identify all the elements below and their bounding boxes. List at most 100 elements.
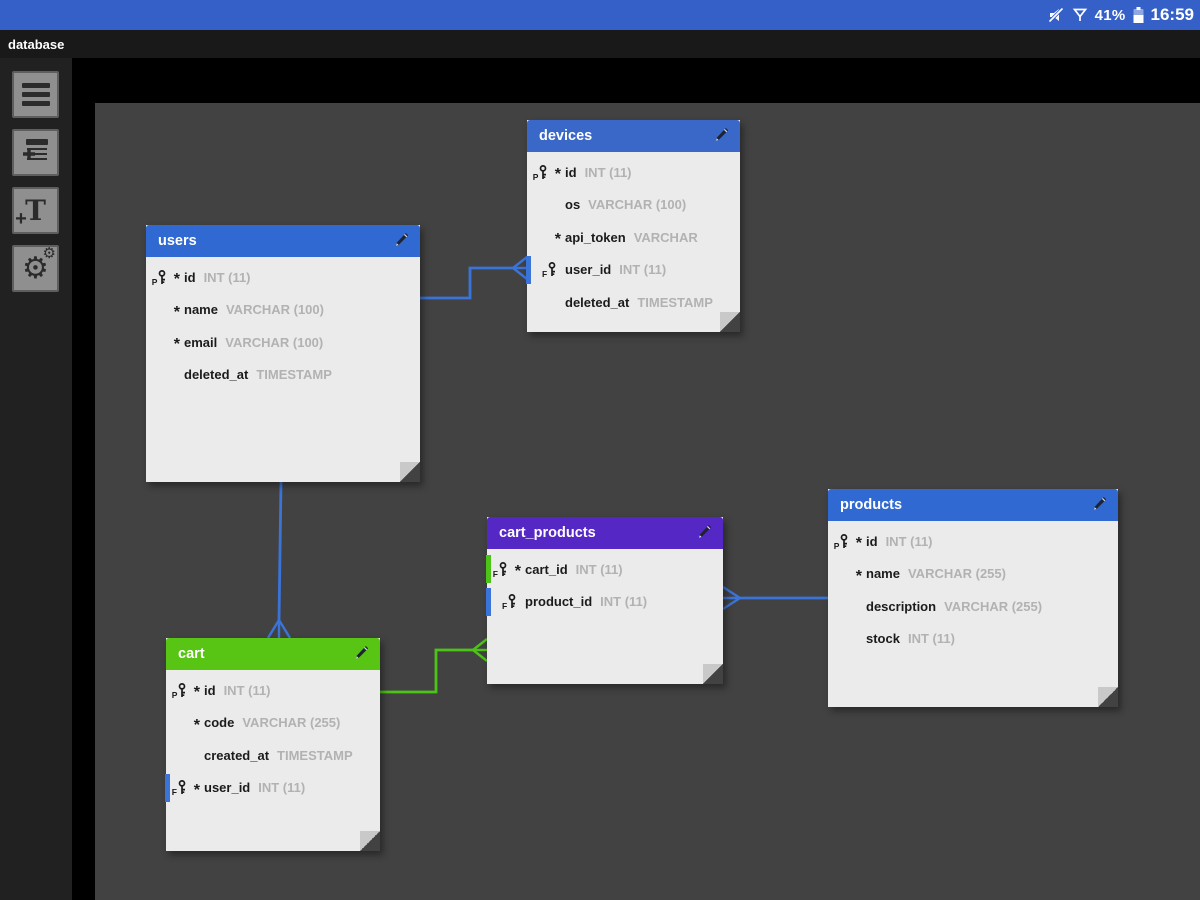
- field-name: id: [184, 269, 196, 285]
- foreign-key-icon: F: [172, 780, 191, 797]
- relation-highlight-bar: [486, 555, 491, 583]
- hamburger-icon: [21, 83, 50, 106]
- primary-key-icon: P: [834, 533, 853, 551]
- title-bar: database: [0, 30, 1200, 58]
- field-name: description: [866, 598, 937, 614]
- field-type: INT (11): [584, 164, 632, 180]
- field-name: user_id: [204, 780, 251, 796]
- field-name: created_at: [204, 747, 270, 763]
- field-row-id[interactable]: P *id INT (11): [527, 156, 740, 189]
- field-type: TIMESTAMP: [277, 747, 353, 763]
- menu-button[interactable]: [12, 71, 59, 118]
- edit-icon[interactable]: [712, 125, 731, 148]
- edit-icon[interactable]: [352, 643, 371, 666]
- field-type: VARCHAR (255): [907, 566, 1006, 582]
- field-name: id: [565, 164, 577, 180]
- field-flags: P *: [833, 533, 862, 553]
- entity-header[interactable]: cart_products: [487, 517, 723, 549]
- field-type: INT (11): [600, 594, 648, 610]
- entity-title: products: [840, 497, 903, 513]
- field-name: deleted_at: [184, 367, 249, 383]
- field-row-created_at[interactable]: created_at TIMESTAMP: [166, 739, 380, 772]
- folded-corner: [400, 462, 420, 482]
- add-text-button[interactable]: T+: [12, 187, 59, 234]
- entity-header[interactable]: users: [146, 225, 420, 257]
- edit-icon[interactable]: [1090, 494, 1109, 517]
- relation-highlight-bar: [486, 587, 491, 616]
- field-flags: P *: [532, 164, 561, 184]
- field-type: INT (11): [575, 561, 623, 577]
- field-type: VARCHAR (100): [588, 197, 687, 213]
- folded-corner: [360, 831, 380, 851]
- entity-title: users: [158, 233, 197, 249]
- field-row-id[interactable]: P *id INT (11): [146, 261, 420, 294]
- field-name: name: [866, 566, 900, 582]
- add-table-icon: [22, 137, 50, 168]
- field-type: TIMESTAMP: [256, 367, 332, 383]
- folded-corner: [720, 312, 740, 332]
- field-flags: F: [487, 594, 525, 611]
- field-flags: F *: [492, 561, 521, 581]
- field-type: INT (11): [907, 631, 955, 647]
- no-signal-icon: [1072, 6, 1088, 24]
- field-type: VARCHAR (255): [242, 715, 341, 731]
- field-type: VARCHAR (100): [225, 334, 324, 350]
- relation-highlight-bar: [165, 773, 170, 802]
- field-row-cart_id[interactable]: F *cart_id INT (11): [486, 553, 723, 586]
- app-title: database: [8, 36, 65, 52]
- edit-icon[interactable]: [695, 522, 714, 545]
- primary-key-icon: P: [172, 682, 191, 700]
- add-table-button[interactable]: [12, 129, 59, 176]
- status-bar: 41% 16:59: [0, 0, 1200, 30]
- field-name: id: [866, 533, 878, 549]
- field-type: VARCHAR (100): [225, 302, 324, 318]
- field-type: TIMESTAMP: [637, 294, 713, 310]
- add-text-icon: T+: [15, 193, 46, 230]
- entity-title: cart: [178, 646, 205, 662]
- entity-header[interactable]: devices: [527, 120, 740, 152]
- entity-header[interactable]: products: [828, 489, 1118, 521]
- entity-header[interactable]: cart: [166, 638, 380, 670]
- field-name: cart_id: [525, 561, 568, 577]
- entity-title: cart_products: [499, 525, 596, 541]
- entity-title: devices: [539, 128, 593, 144]
- edit-icon[interactable]: [392, 230, 411, 253]
- field-type: INT (11): [203, 269, 251, 285]
- field-flags: P *: [151, 269, 180, 289]
- field-name: email: [184, 334, 218, 350]
- battery-icon: [1133, 6, 1144, 24]
- field-flags: P *: [171, 682, 200, 702]
- field-name: user_id: [565, 262, 612, 278]
- folded-corner: [703, 664, 723, 684]
- clock: 16:59: [1150, 5, 1194, 24]
- field-flags: F: [527, 262, 565, 279]
- field-row-deleted_at[interactable]: deleted_at TIMESTAMP: [146, 359, 420, 392]
- settings-button[interactable]: ⚙⚙: [12, 245, 59, 292]
- primary-key-icon: P: [533, 164, 552, 182]
- toolbar: T+ ⚙⚙: [0, 58, 72, 900]
- field-type: INT (11): [223, 682, 271, 698]
